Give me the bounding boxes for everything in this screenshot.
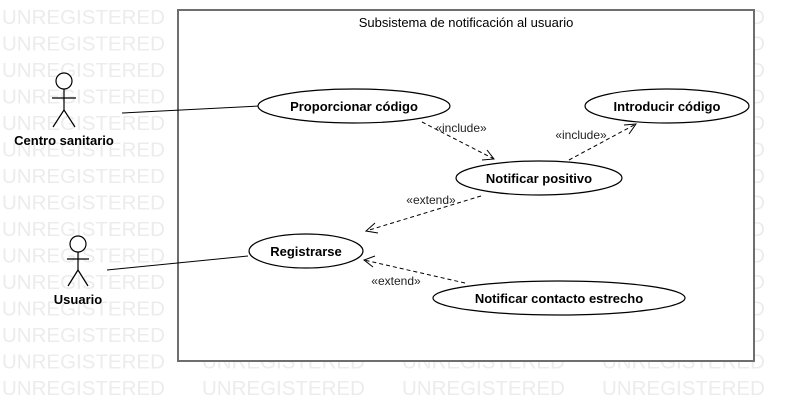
watermark-text: UNREGISTERED	[2, 86, 165, 109]
watermark-text: UNREGISTERED	[602, 377, 765, 400]
use-case-provide-code[interactable]: Proporcionar código	[257, 88, 451, 124]
use-case-enter-code[interactable]: Introducir código	[584, 88, 750, 124]
extend-arrowhead-1	[364, 222, 379, 234]
use-case-provide-code-label: Proporcionar código	[290, 99, 418, 114]
watermark-text: UNREGISTERED	[2, 139, 165, 162]
association-user-register	[106, 255, 249, 271]
use-case-notify-positive[interactable]: Notificar positivo	[455, 160, 623, 196]
watermark-text: UNREGISTERED	[2, 165, 165, 188]
watermark-text: UNREGISTERED	[2, 59, 165, 82]
watermark-text: UNREGISTERED	[2, 112, 165, 135]
include-arrowhead-2	[623, 123, 638, 135]
system-title: Subsistema de notificación al usuario	[359, 15, 574, 30]
include-label-1: «include»	[435, 121, 487, 135]
use-case-enter-code-label: Introducir código	[614, 99, 721, 114]
actor-figure-icon	[67, 235, 89, 287]
extend-label-1: «extend»	[406, 193, 456, 207]
use-case-notify-positive-label: Notificar positivo	[486, 171, 592, 186]
watermark-text: UNREGISTERED	[2, 192, 165, 215]
actor-user[interactable]: Usuario	[54, 235, 102, 307]
actor-health-center[interactable]: Centro sanitario	[14, 72, 114, 148]
watermark-text: UNREGISTERED	[2, 245, 165, 268]
include-label-2: «include»	[555, 128, 607, 142]
watermark-text: UNREGISTERED	[202, 377, 365, 400]
extend-arrowhead-2	[362, 255, 376, 268]
actor-figure-icon	[52, 72, 76, 128]
actor-health-center-label: Centro sanitario	[14, 133, 114, 148]
watermark-text: UNREGISTERED	[2, 271, 165, 294]
extend-dependency-notify-to-register	[365, 195, 482, 232]
include-dependency-notify-to-enter	[568, 123, 637, 161]
association-health-center-provide-code	[121, 105, 260, 114]
watermark-text: UNREGISTERED	[2, 377, 165, 400]
watermark-text: UNREGISTERED	[2, 33, 165, 56]
use-case-register[interactable]: Registrarse	[248, 233, 364, 269]
use-case-register-label: Registrarse	[270, 244, 342, 259]
extend-dependency-close-contact-to-register	[363, 259, 466, 284]
watermark-text: UNREGISTERED	[402, 377, 565, 400]
use-case-notify-close-contact[interactable]: Notificar contacto estrecho	[432, 280, 686, 316]
watermark-text: UNREGISTERED	[2, 351, 165, 374]
watermark-text: UNREGISTERED	[2, 298, 165, 321]
use-case-notify-close-contact-label: Notificar contacto estrecho	[475, 291, 643, 306]
watermark-text: UNREGISTERED	[2, 6, 165, 29]
actor-user-label: Usuario	[54, 292, 102, 307]
extend-label-2: «extend»	[371, 274, 421, 288]
watermark-text: UNREGISTERED	[2, 218, 165, 241]
include-arrowhead-1	[481, 149, 495, 161]
watermark-text: UNREGISTERED	[2, 324, 165, 347]
